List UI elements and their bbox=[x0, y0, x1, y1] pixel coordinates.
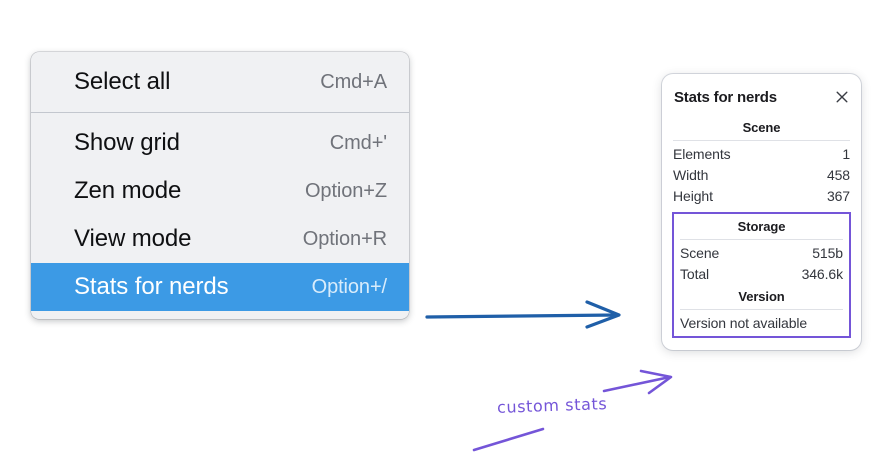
stat-key: Scene bbox=[680, 245, 720, 261]
section-divider bbox=[673, 140, 850, 141]
menu-separator bbox=[31, 112, 409, 113]
menu-item-stats-for-nerds[interactable]: Stats for nerds Option+/ bbox=[31, 263, 409, 311]
panel-title: Stats for nerds bbox=[674, 88, 777, 106]
close-icon[interactable] bbox=[834, 89, 850, 105]
section-heading: Storage bbox=[737, 219, 786, 234]
stat-value: 346.6k bbox=[801, 266, 844, 282]
stats-for-nerds-panel: Stats for nerds Scene Elements 1 Width 4… bbox=[662, 74, 861, 350]
menu-item-shortcut: Cmd+' bbox=[329, 132, 387, 154]
menu-group-selection: Select all Cmd+A bbox=[31, 58, 409, 106]
stat-row: Height 367 bbox=[673, 185, 850, 206]
stats-section-storage: Storage Scene 515b Total 346.6k bbox=[680, 214, 843, 284]
menu-item-select-all[interactable]: Select all Cmd+A bbox=[31, 58, 409, 106]
stat-value: 458 bbox=[826, 167, 850, 183]
section-heading: Version bbox=[738, 289, 785, 304]
stat-row: Elements 1 bbox=[673, 143, 850, 164]
stat-key: Elements bbox=[673, 146, 731, 162]
menu-item-label: Select all bbox=[74, 68, 171, 95]
menu-item-view-mode[interactable]: View mode Option+R bbox=[31, 215, 409, 263]
callout-underline bbox=[472, 427, 545, 452]
menu-item-zen-mode[interactable]: Zen mode Option+Z bbox=[31, 167, 409, 215]
menu-item-shortcut: Option+Z bbox=[304, 180, 387, 202]
callout-arrow-icon bbox=[602, 369, 673, 395]
panel-header: Stats for nerds bbox=[662, 84, 861, 110]
flow-arrow-icon bbox=[425, 300, 621, 329]
stat-value: 367 bbox=[826, 188, 850, 204]
stat-value: 1 bbox=[842, 146, 850, 162]
context-menu[interactable]: Select all Cmd+A Show grid Cmd+' Zen mod… bbox=[31, 52, 409, 319]
section-divider bbox=[680, 239, 843, 240]
section-divider bbox=[680, 309, 843, 310]
menu-group-view: Show grid Cmd+' Zen mode Option+Z View m… bbox=[31, 119, 409, 311]
stat-value: 515b bbox=[812, 245, 843, 261]
stat-key: Total bbox=[680, 266, 710, 282]
menu-item-shortcut: Option+R bbox=[302, 228, 387, 250]
stat-row: Width 458 bbox=[673, 164, 850, 185]
menu-item-label: Zen mode bbox=[74, 177, 182, 204]
menu-item-shortcut: Cmd+A bbox=[320, 71, 387, 93]
version-status-text: Version not available bbox=[680, 315, 808, 331]
handwritten-annotation-label: custom stats bbox=[496, 394, 608, 417]
menu-item-label: Show grid bbox=[74, 129, 180, 156]
stat-row: Scene 515b bbox=[680, 242, 843, 263]
section-heading: Scene bbox=[742, 120, 781, 135]
stat-row: Total 346.6k bbox=[680, 263, 843, 284]
stats-section-scene: Scene Elements 1 Width 458 Height 367 bbox=[673, 110, 850, 206]
stats-section-version: Version Version not available bbox=[680, 284, 843, 332]
stat-key: Height bbox=[673, 188, 713, 204]
menu-item-show-grid[interactable]: Show grid Cmd+' bbox=[31, 119, 409, 167]
custom-stats-highlight-region: Storage Scene 515b Total 346.6k Version … bbox=[672, 212, 851, 338]
menu-item-label: View mode bbox=[74, 225, 192, 252]
stats-body: Scene Elements 1 Width 458 Height 367 St… bbox=[662, 110, 861, 338]
stat-key: Width bbox=[673, 167, 709, 183]
menu-item-shortcut: Option+/ bbox=[311, 276, 387, 298]
menu-item-label: Stats for nerds bbox=[74, 273, 229, 300]
